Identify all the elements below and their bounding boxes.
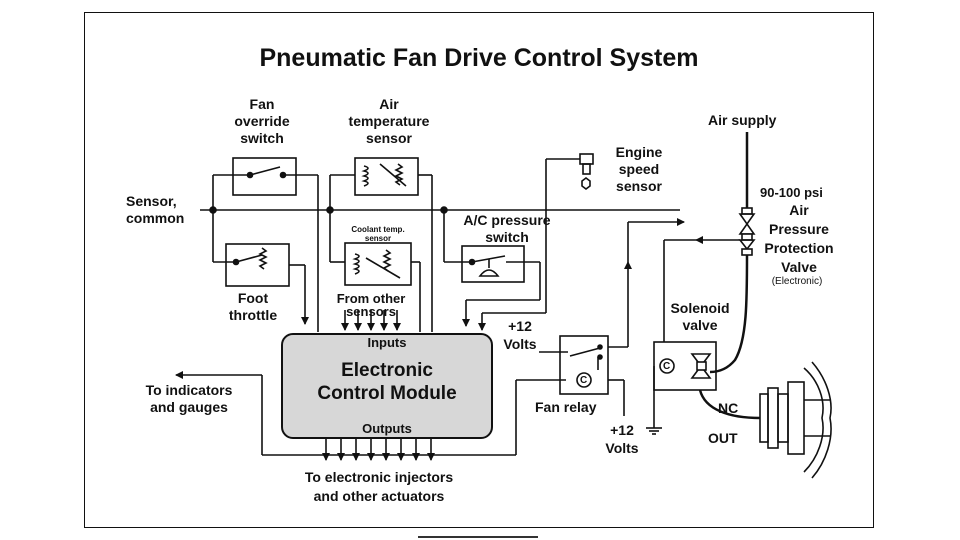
coolant-temp-sensor [330, 242, 421, 332]
plus12-volts-top-label: +12 Volts [503, 318, 537, 352]
engine-speed-sensor-symbol [478, 153, 594, 331]
foot-throttle [213, 243, 309, 325]
pressure-lines [627, 218, 740, 280]
diagram-frame [84, 12, 874, 528]
sensor-common-label: Sensor, common [126, 193, 185, 226]
fan-clutch [759, 361, 832, 479]
fan-relay-label: Fan relay [535, 399, 597, 415]
engine-speed-sensor-label: Engine speed sensor [615, 144, 663, 194]
ecm-title: Electronic Control Module [317, 360, 457, 404]
air-pressure-protection-valve-label: Air Pressure Protection Valve [764, 202, 834, 275]
air-supply-label: Air supply [708, 112, 777, 128]
page-title: Pneumatic Fan Drive Control System [259, 44, 699, 72]
fan-override-switch [212, 157, 319, 332]
electronic-note-label: (Electronic) [771, 276, 823, 287]
ac-pressure-switch [443, 210, 541, 327]
bottom-rule [418, 536, 538, 538]
air-temperature-sensor-label: Air temperature sensor [348, 96, 430, 146]
ac-pressure-switch-label: A/C pressure switch [463, 212, 551, 245]
clutch-hose [698, 389, 761, 420]
relay-coil-label: C [580, 375, 588, 386]
fan-relay [539, 261, 632, 416]
electronic-control-module: Inputs Electronic Control Module Outputs [281, 333, 493, 439]
from-other-sensors-label: From other sensors [336, 291, 406, 319]
solenoid-valve-symbol [646, 280, 717, 435]
air-temperature-sensor [329, 157, 433, 332]
nc-label: NC [718, 400, 739, 416]
solenoid-coil-label: C [663, 361, 671, 372]
air-pressure-protection-valve [738, 207, 756, 256]
ecm-inputs-label: Inputs [367, 335, 407, 350]
ecm-outputs-label: Outputs [362, 421, 412, 436]
coolant-temp-sensor-label: Coolant temp. sensor [351, 225, 405, 243]
fan-override-switch-label: Fan override switch [234, 96, 290, 146]
ecm-output-arrows [322, 439, 435, 461]
to-indicators-label: To indicators and gauges [145, 382, 233, 415]
pressure-psi-label: 90-100 psi [760, 185, 823, 200]
to-injectors-label: To electronic injectors and other actuat… [304, 469, 454, 504]
plus12-volts-bottom-label: +12 Volts [605, 422, 639, 456]
solenoid-valve-label: Solenoid valve [670, 300, 730, 333]
other-sensor-arrows [341, 310, 401, 331]
out-label: OUT [708, 430, 738, 446]
air-hose [709, 254, 749, 374]
foot-throttle-label: Foot throttle [228, 290, 278, 323]
